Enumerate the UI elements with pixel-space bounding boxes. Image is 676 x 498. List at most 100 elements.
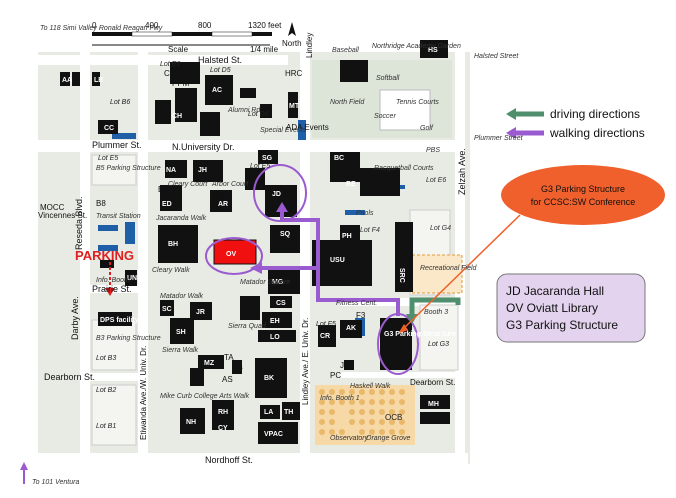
building-eh[interactable]: EH (270, 318, 280, 325)
scale-label: Scale (168, 45, 189, 54)
building-b8[interactable]: B8 (96, 199, 106, 208)
north-arrow-icon (288, 22, 296, 36)
building-f3[interactable]: F3 (356, 311, 366, 320)
building-th[interactable]: TH (284, 409, 293, 416)
building-sc[interactable]: SC (162, 306, 172, 313)
walking-route-to-jd (280, 210, 400, 316)
cleary-walk-label: Cleary Walk (152, 267, 190, 274)
building-mg[interactable]: MG (272, 279, 284, 286)
building-sq[interactable]: SQ (280, 231, 291, 238)
lot-b3-structure-label: B3 Parking Structure (96, 335, 161, 342)
building-ppm[interactable]: PPM (172, 79, 190, 88)
building-usu[interactable]: USU (330, 257, 345, 264)
cleary-court-label: Cleary Court (168, 181, 208, 188)
building-aa[interactable]: AA (62, 77, 72, 84)
building-la[interactable]: LA (264, 409, 273, 416)
lot-g4-label: Lot G4 (430, 225, 451, 232)
building-cs[interactable]: CS (276, 300, 286, 307)
key-jd: JD Jacaranda Hall (506, 284, 604, 298)
info-booth1-label: Info. Booth 1 (320, 395, 360, 402)
oviatt-library-building[interactable] (213, 239, 257, 265)
building-ocb[interactable]: OCB (385, 413, 402, 422)
building-dps[interactable]: DPS facility (100, 317, 139, 324)
building-lo[interactable]: LO (270, 334, 280, 341)
legend-driving-arrowhead (506, 108, 516, 120)
to-101-label: To 101 Ventura (32, 479, 79, 486)
matador-square-label: Matador Square (240, 279, 290, 286)
ada-events-label[interactable]: ADA Events (286, 123, 329, 132)
building-na[interactable]: NA (166, 167, 176, 174)
legend-walking-arrowhead (506, 127, 516, 139)
building-mz[interactable]: MZ (204, 360, 215, 367)
building-mh[interactable]: MH (428, 401, 439, 408)
lot-b1-label: Lot B1 (96, 423, 116, 430)
building-jd[interactable]: JD (272, 191, 281, 198)
legend-walking-label: walking directions (549, 126, 645, 140)
building-cc[interactable]: CC (104, 125, 114, 132)
building-ac[interactable]: AC (212, 87, 222, 94)
building-rh[interactable]: RH (218, 409, 228, 416)
building-jc[interactable]: JC (340, 361, 350, 370)
parking-stripe (112, 133, 136, 139)
building-c6[interactable]: C6 (164, 69, 175, 78)
building-ea[interactable]: EA (158, 185, 169, 194)
parking-label: PARKING (75, 248, 134, 263)
building-bk[interactable]: BK (264, 375, 274, 382)
north-label: North (282, 39, 302, 48)
building-ov[interactable]: OV (226, 251, 236, 258)
key-ov: OV Oviatt Library (506, 301, 598, 315)
nordhoff-street (38, 453, 468, 465)
building-hrc[interactable]: HRC (285, 69, 303, 78)
callout-pointer (401, 214, 521, 331)
etiwanda-street (138, 52, 148, 464)
lot-e6b-label: Lot E6 (160, 61, 180, 68)
building-as[interactable]: AS (222, 375, 233, 384)
halsted-street (38, 55, 288, 65)
ventura-arrowhead-icon (20, 462, 28, 470)
jacaranda-walk-label: Jacaranda Walk (155, 215, 207, 222)
g3-structure-label[interactable]: G3 Parking Struc ture (384, 331, 456, 338)
building-ar[interactable]: AR (218, 201, 228, 208)
building-nh[interactable]: NH (186, 419, 196, 426)
golf-label: Golf (420, 125, 434, 132)
building-cy[interactable]: CY (218, 425, 228, 432)
building-jh[interactable]: JH (198, 167, 207, 174)
building-sg[interactable]: SG (262, 155, 273, 162)
scale-tick-1320: 1320 feet (248, 21, 282, 30)
building-mt[interactable]: MT (289, 103, 300, 110)
building-ed[interactable]: ED (162, 201, 172, 208)
building-ka[interactable]: KA (212, 191, 223, 200)
reseda-street-label: Reseda Blvd. (74, 196, 84, 250)
building-bh[interactable]: BH (168, 241, 178, 248)
tennis-courts (379, 89, 431, 131)
building-hs[interactable]: HS (428, 47, 438, 54)
building-un[interactable]: UN (127, 275, 137, 282)
building-vpac[interactable]: VPAC (264, 431, 283, 438)
nordhoff-street-label: Nordhoff St. (205, 455, 253, 465)
lindley-top-label: Lindley (305, 33, 314, 58)
building-bc[interactable]: BC (334, 155, 344, 162)
recreational-field-label: Recreational Field (420, 265, 478, 272)
building-lb[interactable]: LB (94, 77, 103, 84)
baseball-label: Baseball (332, 47, 359, 54)
arbor-court-label: Arbor Court (211, 181, 249, 188)
building-src[interactable]: SRC (398, 268, 405, 283)
building-re[interactable]: RE (346, 181, 356, 188)
building-jr[interactable]: JR (196, 309, 205, 316)
transit-label: Transit Station (96, 213, 141, 220)
building-ch[interactable]: CH (172, 113, 182, 120)
building-pc[interactable]: PC (330, 371, 341, 380)
building-cr[interactable]: CR (320, 333, 330, 340)
lot-b3-area (91, 319, 137, 371)
building-ta[interactable]: TA (224, 353, 234, 362)
building-ph[interactable]: PH (342, 233, 352, 240)
building-ak[interactable]: AK (346, 325, 356, 332)
dearborn-street-label: Dearborn St. (44, 372, 95, 382)
fitness-label: Fitness Cent. (336, 300, 377, 307)
special-events-label: Special Events (260, 127, 307, 134)
building-ss[interactable]: SS (232, 363, 243, 372)
building-c5[interactable]: C5 (176, 63, 187, 72)
tennis-label: Tennis Courts (396, 99, 439, 106)
building-sh[interactable]: SH (176, 329, 186, 336)
halsted-right-label: Halsted Street (474, 53, 519, 60)
